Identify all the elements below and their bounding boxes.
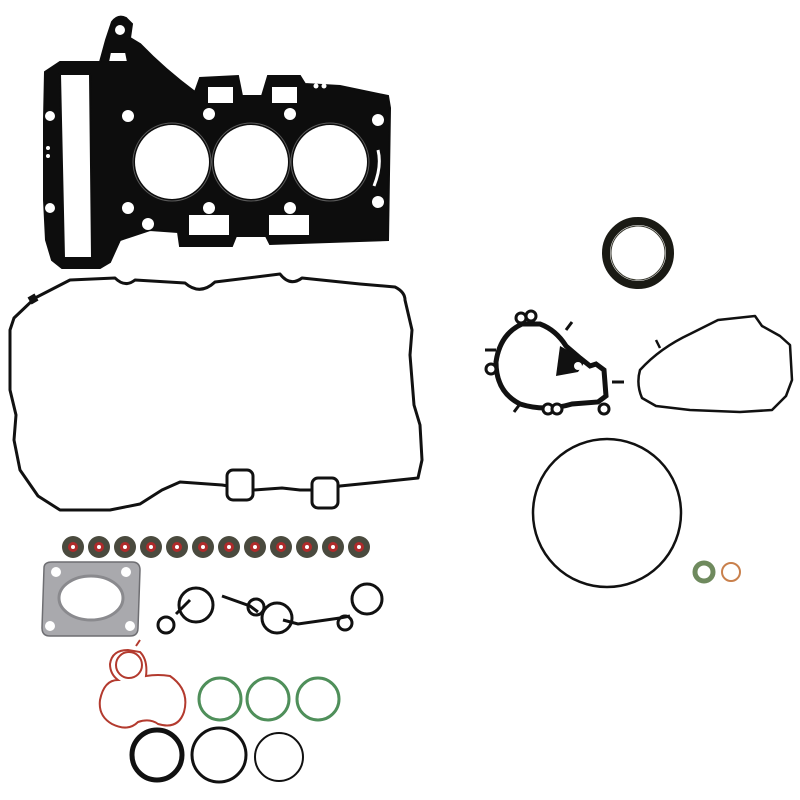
valve-stem-seal — [140, 536, 162, 558]
valve-stem-seal — [62, 536, 84, 558]
valve-cover-gasket — [8, 272, 424, 512]
red-housing-gasket — [98, 639, 187, 729]
green-orings — [197, 676, 341, 722]
black-oring — [129, 727, 185, 783]
exhaust-gasket — [41, 561, 141, 637]
valve-stem-seal — [218, 536, 240, 558]
valve-stem-seal — [114, 536, 136, 558]
crank-seal — [602, 217, 674, 289]
washers — [692, 560, 741, 584]
green-oring — [295, 676, 341, 722]
green-oring — [245, 676, 291, 722]
timing-cover-gasket — [637, 314, 794, 414]
valve-stem-seal — [322, 536, 344, 558]
valve-stem-seal — [166, 536, 188, 558]
large-oring — [531, 437, 683, 589]
black-orings — [129, 726, 304, 784]
green-oring — [197, 676, 243, 722]
black-oring — [254, 732, 304, 782]
valve-stem-seal — [270, 536, 292, 558]
valve-stem-seal — [88, 536, 110, 558]
water-pump-gasket — [484, 309, 624, 416]
valve-stem-seal — [296, 536, 318, 558]
valve-stem-seal — [192, 536, 214, 558]
valve-stem-seal — [244, 536, 266, 558]
black-oring — [190, 726, 248, 784]
valve-stem-seal — [348, 536, 370, 558]
valve-stem-seals — [62, 536, 370, 558]
head-gasket — [43, 15, 392, 269]
intake-gasket — [156, 582, 384, 635]
